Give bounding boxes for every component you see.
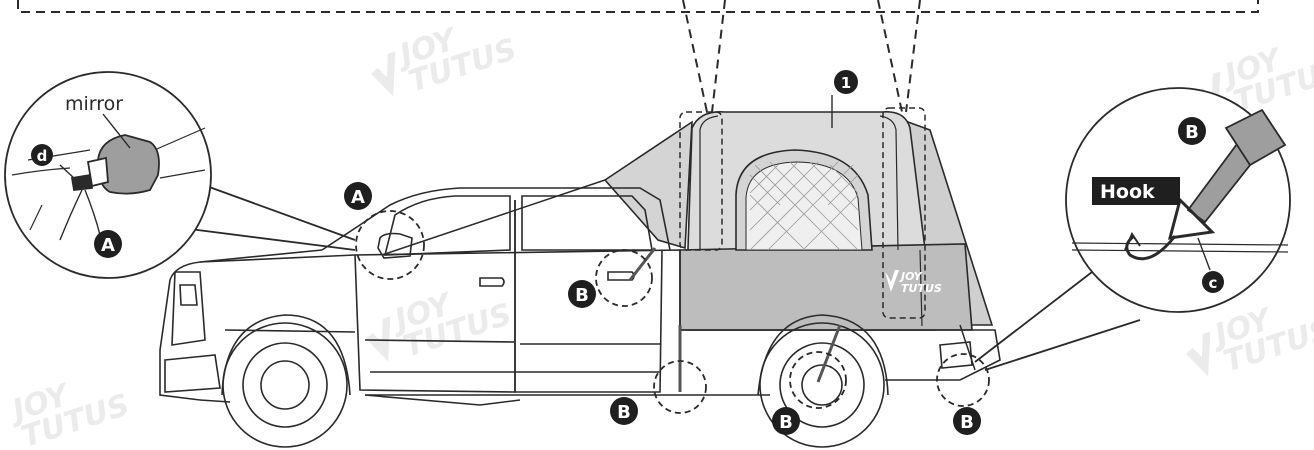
d-leader-line [59,164,77,181]
svg-text:B: B [617,402,631,423]
pickup-truck [159,187,1001,448]
window-mesh-pattern [749,161,859,251]
badge-b-sill: B [610,397,638,425]
badge-a-detail: A [94,230,122,258]
badge-b-door: B [568,280,596,308]
hook-triangle-ring [1167,197,1216,240]
watermark-logo: JOY TUTUS [366,286,516,365]
mirror-shape [97,134,160,195]
badge-b-detail: B [1178,117,1206,145]
truck-front-wheel [222,322,348,448]
tent-side-logo: JOY TUTUS [885,270,942,295]
truck-cab-outline [321,187,671,251]
svg-text:A: A [101,235,115,256]
badge-b-wheel: B [772,407,800,435]
svg-text:c: c [1209,274,1218,292]
truck-front-window [383,195,511,256]
svg-text:d: d [37,147,48,165]
truck-hood [159,249,323,401]
mirror-label: mirror [65,93,123,115]
watermark-logo: JOY TUTUS [4,377,134,450]
svg-text:B: B [1185,122,1199,143]
attachment-points [355,210,990,414]
truck-tent [603,111,994,331]
svg-text:B: B [575,285,589,306]
tent-front-flap [603,120,693,250]
svg-text:B: B [960,412,974,433]
svg-text:JOY: JOY [899,270,923,283]
truck-rear-door [514,200,663,393]
svg-text:A: A [351,187,365,208]
truck-front-wheel-arch [221,314,351,396]
svg-text:B: B [779,412,793,433]
badge-c: c [1202,271,1224,293]
tie-down-straps [381,179,976,392]
hook-label: Hook [1092,177,1180,205]
attachment-circle-b-bumper [936,353,990,407]
watermark-logo: JOY TUTUS [371,21,521,100]
svg-text:Hook: Hook [1100,181,1155,203]
truck-rear-window [521,195,653,251]
attachment-circle-a [355,210,425,280]
truck-mirror [377,232,413,259]
attachment-circle-b-door [595,249,653,307]
badge-part-1: 1 [834,70,858,94]
badge-d: d [31,144,53,166]
badge-b-bumper: B [953,407,981,435]
truck-door-handle [479,277,505,287]
tent-dashed-guides [679,107,926,319]
svg-text:TUTUS: TUTUS [901,282,942,295]
attachment-circle-b-sill [653,360,707,414]
mirror-detail-callout [4,71,356,279]
badge-a-truck: A [344,182,372,210]
svg-text:1: 1 [841,74,851,92]
c-leader-line [1197,237,1211,271]
hook-buckle [1224,108,1287,167]
mirror-leader-line [102,113,131,149]
attachment-circle-b-wheel [789,351,847,409]
top-dashed-bracket [17,0,1259,113]
truck-rear-wheel [759,322,885,448]
